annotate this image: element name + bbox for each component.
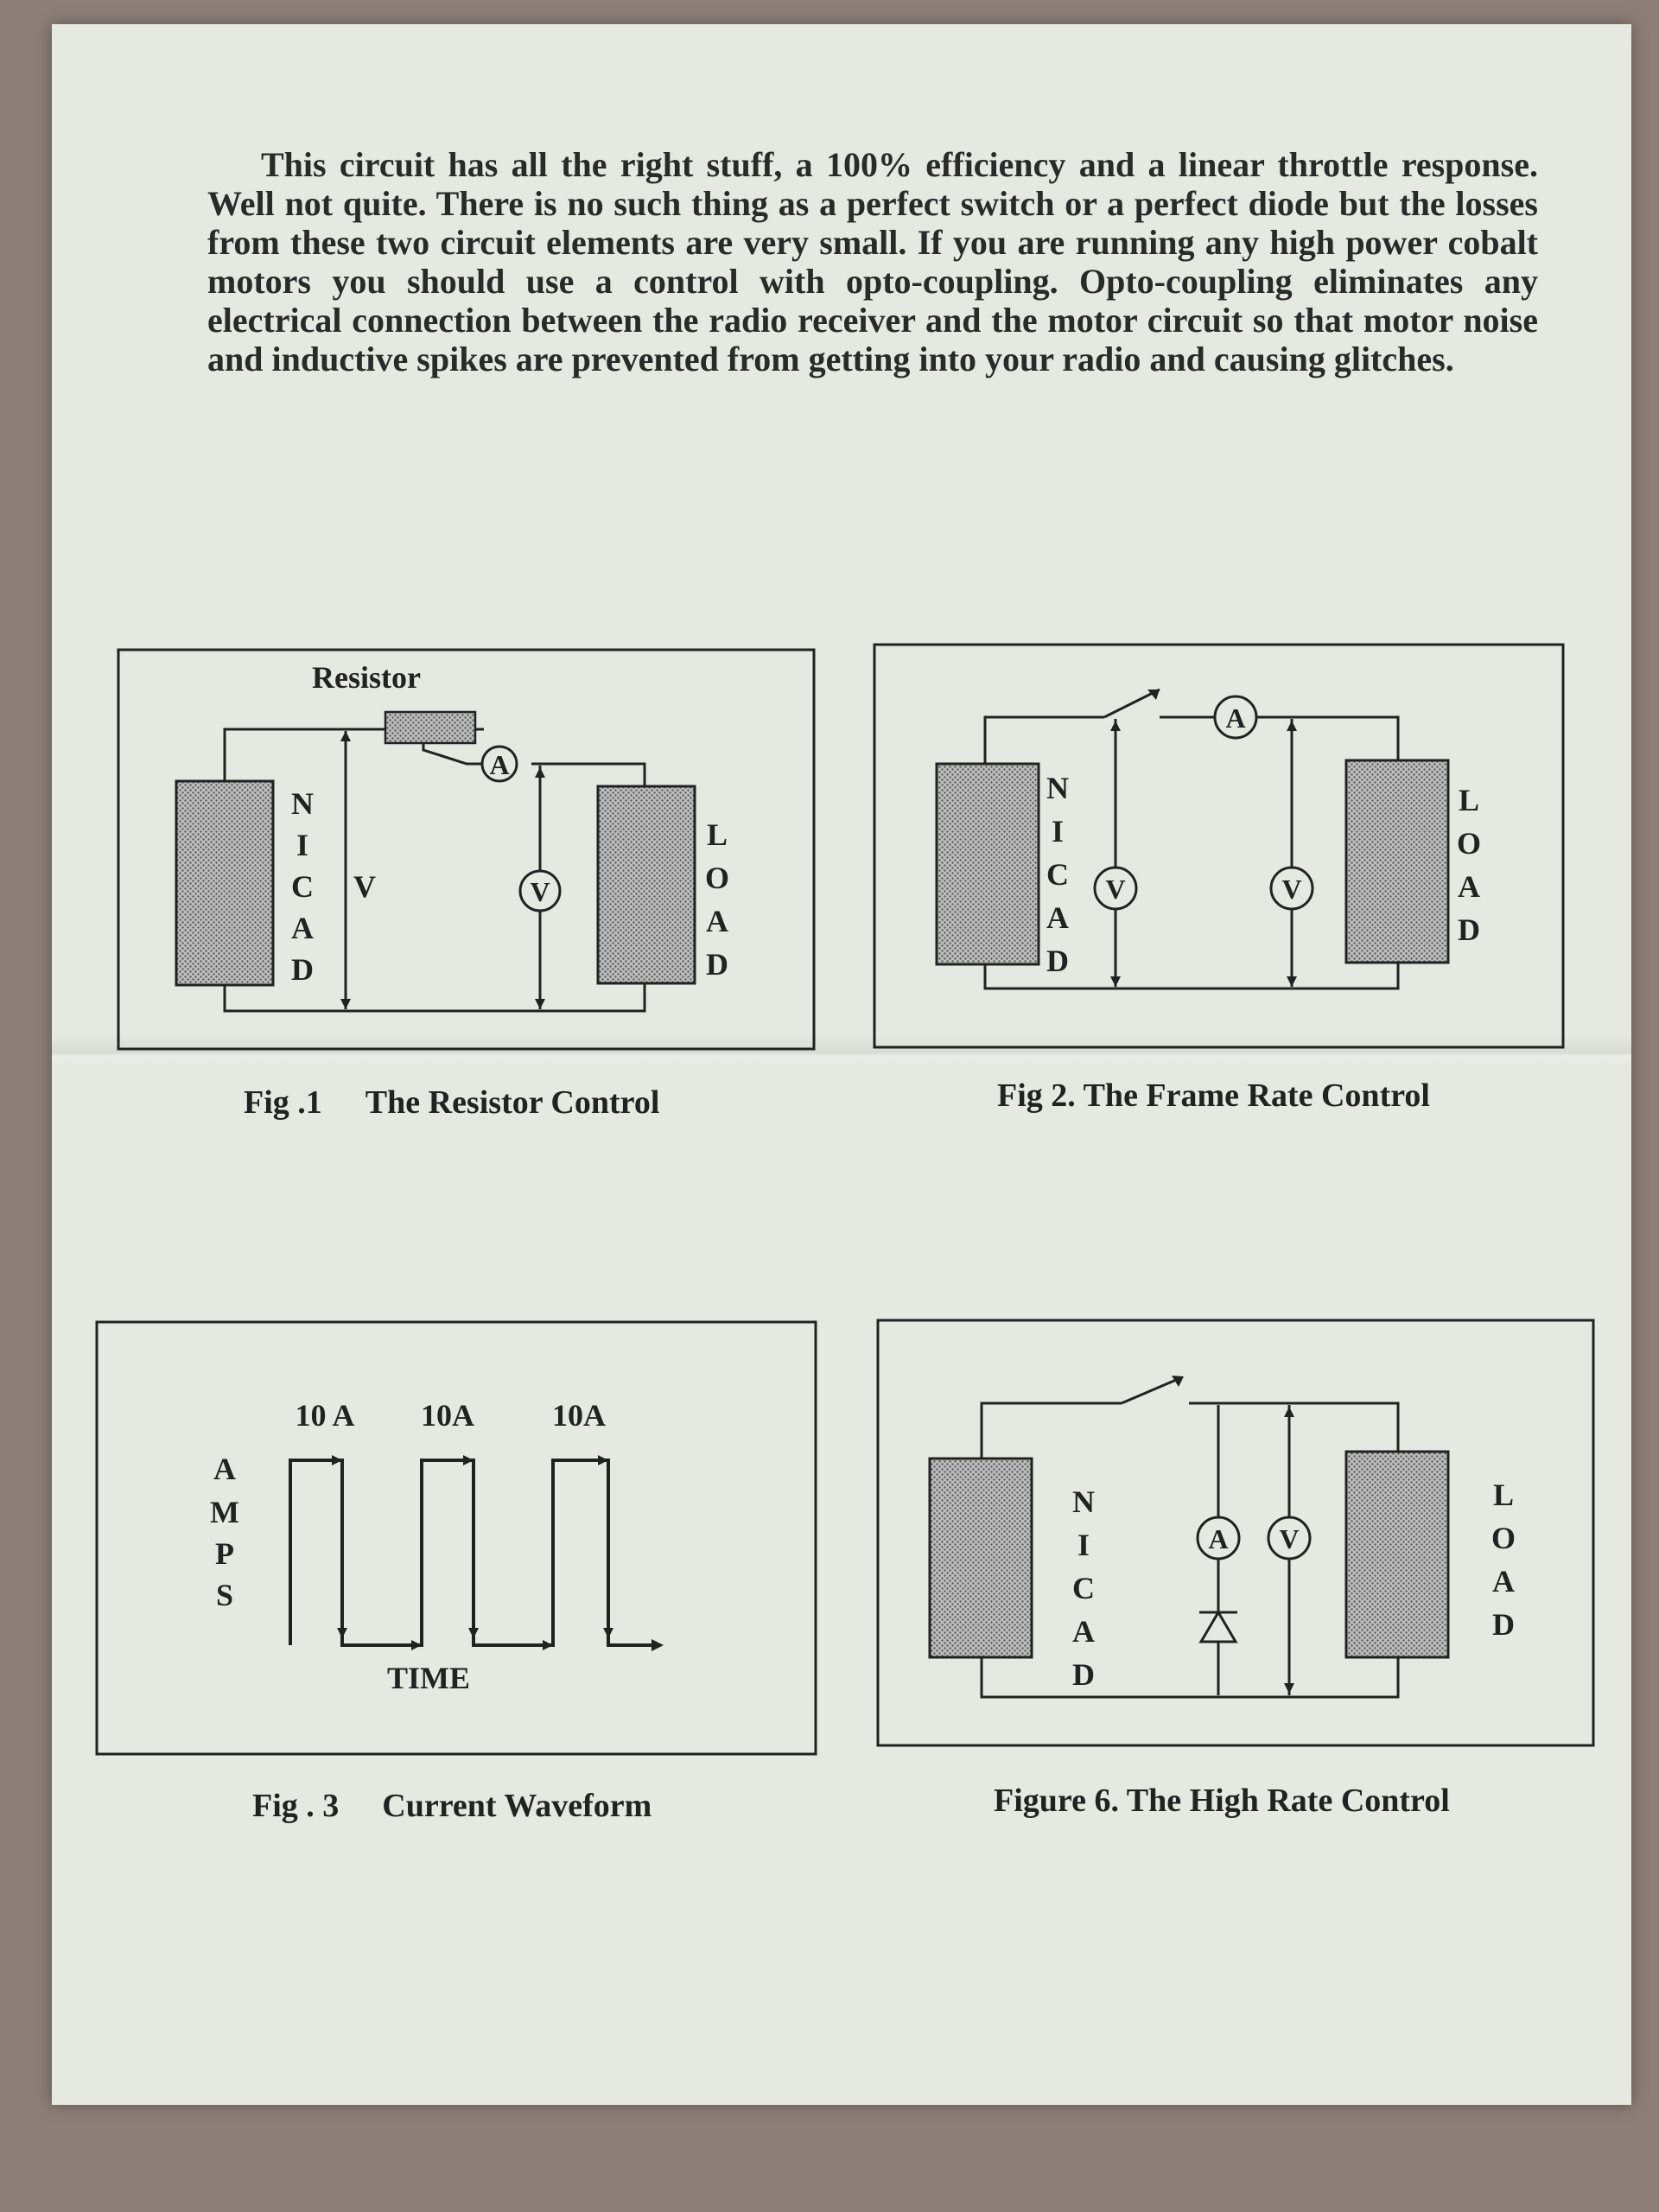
fig1-resistor-control-diagram: Resistor A V N I — [95, 643, 1595, 1756]
svg-text:D: D — [706, 947, 728, 982]
fig3-caption-title: Current Waveform — [382, 1788, 652, 1824]
svg-text:L: L — [707, 817, 728, 852]
fig6-frame — [876, 1319, 1595, 1747]
fig3-frame — [95, 1320, 817, 1756]
svg-text:D: D — [1072, 1657, 1095, 1692]
page-fold — [52, 1035, 1631, 1070]
fig2-battery — [935, 762, 1040, 966]
svg-text:M: M — [210, 1495, 239, 1529]
svg-text:C: C — [291, 869, 314, 904]
fig2-switch-arrow — [1147, 690, 1160, 700]
fig6-battery — [928, 1457, 1033, 1659]
fig1-load — [596, 785, 696, 985]
fig6-caption: Figure 6. The High Rate Control — [994, 1783, 1450, 1819]
svg-text:10 A: 10 A — [295, 1398, 354, 1433]
fig6-voltmeter: V — [1267, 1516, 1312, 1560]
svg-text:A: A — [1072, 1614, 1095, 1649]
fig1-wires — [223, 728, 646, 1013]
fig3-time-label: TIME — [387, 1661, 470, 1695]
svg-text:A: A — [1046, 900, 1069, 935]
fig3-waveform-arrows — [332, 1455, 664, 1651]
svg-text:O: O — [705, 861, 729, 895]
fig6-wires — [980, 1376, 1400, 1699]
svg-text:I: I — [1052, 814, 1064, 849]
svg-text:V: V — [530, 876, 550, 907]
fig3-caption-number: Fig . 3 — [252, 1788, 340, 1824]
fig2-ammeter: A — [1213, 695, 1258, 740]
intro-text: This circuit has all the right stuff, a … — [207, 145, 1538, 378]
fig6-ammeter: A — [1196, 1516, 1241, 1560]
svg-text:C: C — [1072, 1571, 1095, 1605]
svg-text:10A: 10A — [552, 1398, 606, 1433]
svg-text:C: C — [1046, 857, 1069, 892]
fig1-battery — [175, 779, 275, 987]
svg-text:L: L — [1459, 783, 1479, 817]
svg-text:O: O — [1457, 826, 1481, 861]
svg-text:P: P — [215, 1536, 234, 1571]
fig6-battery-label: N I C A D — [1072, 1484, 1095, 1692]
svg-text:A: A — [213, 1452, 236, 1486]
svg-text:O: O — [1491, 1521, 1516, 1555]
svg-text:D: D — [1046, 944, 1069, 978]
svg-text:S: S — [216, 1578, 233, 1612]
fig1-frame — [117, 648, 816, 1051]
fig1-voltage-arrows — [340, 731, 545, 1009]
fig6-switch-arrow — [1172, 1376, 1184, 1387]
fig2-load-label: L O A D — [1457, 783, 1481, 947]
svg-text:D: D — [1492, 1607, 1515, 1642]
svg-text:V: V — [1281, 874, 1301, 905]
fig2-frame — [873, 643, 1565, 1049]
svg-text:N: N — [1046, 771, 1069, 805]
fig2-voltmeter-left: V — [1093, 866, 1138, 911]
fig1-ammeter: A — [480, 745, 518, 783]
fig1-voltmeter: V — [518, 869, 562, 912]
fig2-caption: Fig 2. The Frame Rate Control — [997, 1077, 1430, 1114]
svg-text:10A: 10A — [421, 1398, 474, 1433]
fig1-voltage-label: V — [353, 869, 376, 904]
svg-text:I: I — [1077, 1528, 1090, 1562]
fig6-load — [1344, 1450, 1450, 1659]
fig1-caption-title: The Resistor Control — [365, 1084, 660, 1121]
svg-text:A: A — [1208, 1523, 1228, 1554]
fig2-voltage-arrows — [1110, 721, 1297, 987]
svg-text:A: A — [1492, 1564, 1515, 1599]
svg-text:I: I — [296, 828, 308, 862]
svg-text:D: D — [291, 952, 314, 987]
fig3-caption: Fig . 3 Current Waveform — [252, 1787, 652, 1825]
svg-text:A: A — [706, 904, 728, 938]
fig1-battery-label: N I C A D — [291, 786, 314, 987]
fig3-amps-label: A M P S — [210, 1452, 239, 1612]
svg-text:A: A — [1225, 702, 1245, 734]
fig6-load-label: L O A D — [1491, 1478, 1516, 1642]
fig3-current-waveform — [289, 1459, 657, 1647]
fig2-voltmeter-right: V — [1269, 866, 1314, 911]
fig1-resistor — [384, 710, 477, 745]
fig2-load — [1344, 759, 1450, 964]
fig1-caption: Fig .1 The Resistor Control — [244, 1084, 659, 1122]
fig2-wires — [983, 688, 1400, 990]
svg-text:V: V — [1105, 874, 1125, 905]
svg-text:D: D — [1458, 912, 1480, 947]
fig1-caption-number: Fig .1 — [244, 1084, 322, 1121]
svg-text:N: N — [1072, 1484, 1095, 1519]
intro-paragraph: This circuit has all the right stuff, a … — [207, 145, 1538, 378]
fig1-load-label: L O A D — [705, 817, 729, 982]
fig3-pulse-labels: 10 A 10A 10A — [295, 1398, 606, 1433]
svg-text:A: A — [489, 749, 509, 780]
fig2-battery-label: N I C A D — [1046, 771, 1069, 978]
svg-text:A: A — [291, 911, 314, 945]
svg-text:N: N — [291, 786, 314, 821]
document-page: This circuit has all the right stuff, a … — [52, 24, 1631, 2105]
fig6-diode — [1198, 1610, 1238, 1643]
svg-text:V: V — [1279, 1523, 1299, 1554]
fig1-resistor-label: Resistor — [312, 660, 421, 695]
svg-text:L: L — [1493, 1478, 1514, 1512]
svg-text:A: A — [1458, 869, 1480, 904]
fig6-voltage-arrows — [1284, 1407, 1294, 1694]
